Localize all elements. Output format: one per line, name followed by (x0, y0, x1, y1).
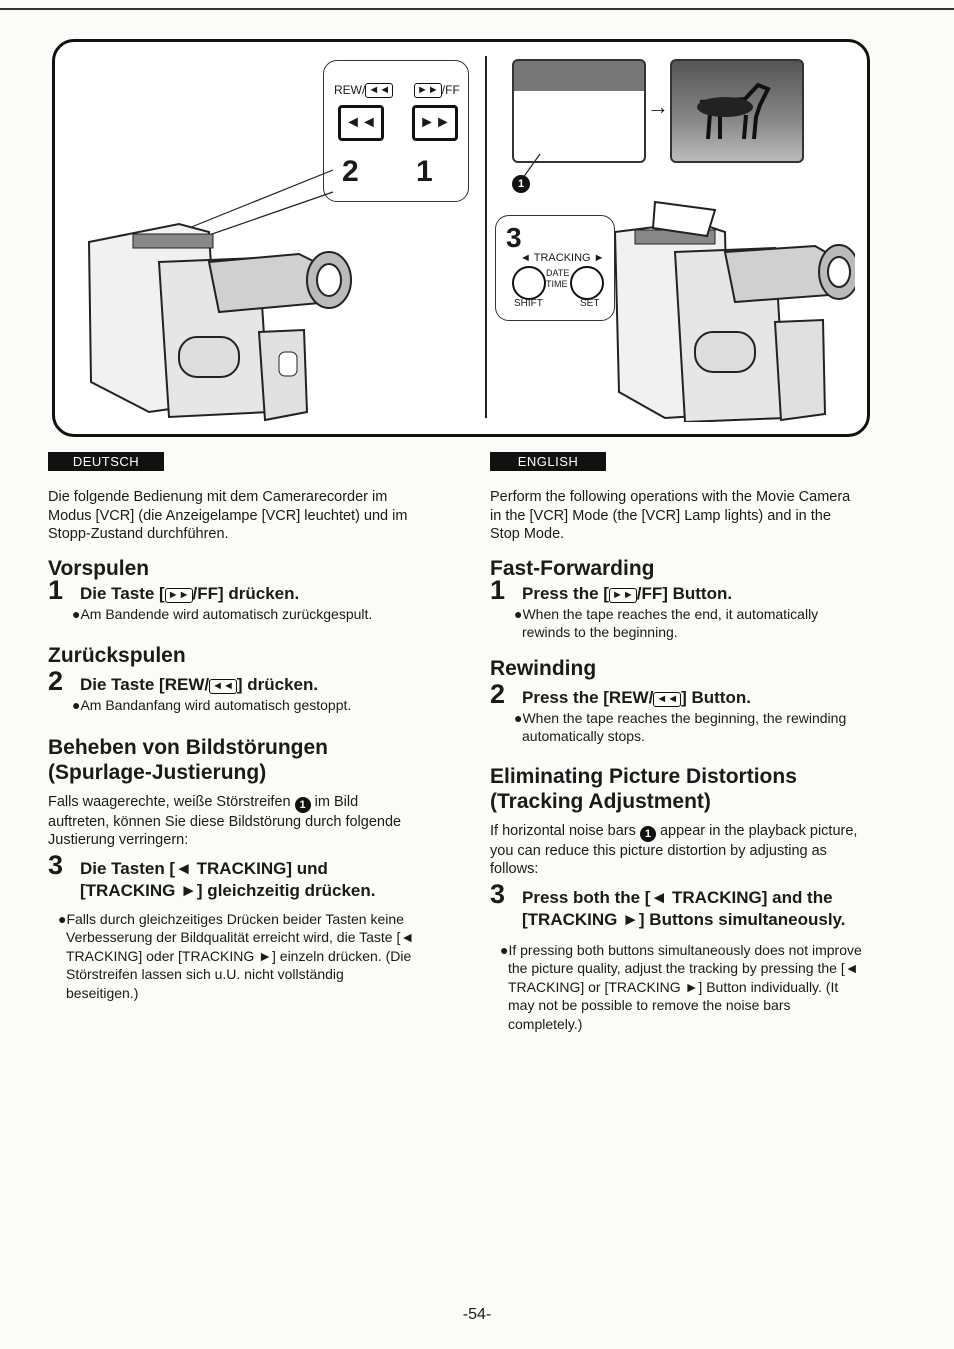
heading-forward: Vorspulen (48, 556, 150, 580)
camcorder-right-illustration (613, 200, 855, 422)
tracking-left-button (512, 266, 546, 300)
step-3-marker: 3 (506, 222, 522, 253)
heading-forward: Fast-Forwarding (490, 556, 655, 580)
step-1-marker: 1 (416, 155, 433, 188)
step-3-note: ●Falls durch gleichzeitiges Drücken beid… (58, 910, 415, 1001)
lang-label-deutsch: DEUTSCH (48, 452, 164, 471)
deutsch-column: DEUTSCH Die folgende Bedienung mit dem C… (48, 452, 418, 1002)
set-label: SET (580, 298, 600, 309)
ff-button-icon: ►► (412, 105, 458, 141)
step-3-note: ●If pressing both buttons simultaneously… (500, 941, 862, 1032)
intro-text: Die folgende Bedienung mit dem Camerarec… (48, 489, 408, 542)
arrow-icon: → (647, 94, 669, 119)
tracking-callout: 3 ◄ TRACKING ► DATE TIME SHIFT SET (495, 215, 615, 321)
lang-label-english: ENGLISH (490, 452, 606, 471)
tracking-intro: If horizontal noise bars 1 appear in the… (490, 822, 858, 878)
noisy-picture-screen (512, 59, 646, 163)
heading-tracking: Eliminating Picture Distortions (Trackin… (490, 764, 797, 813)
button-callout: REW/◄◄ ►►/FF ◄◄ ►► 2 1 (323, 60, 469, 202)
heading-rewind: Zurückspulen (48, 644, 186, 667)
rew-key-icon: ◄◄ (209, 679, 237, 694)
horse-icon (697, 82, 771, 140)
date-label: DATE (546, 268, 570, 278)
intro-text: Perform the following operations with th… (490, 489, 851, 542)
tracking-label: ◄ TRACKING ► (520, 252, 605, 264)
illustration-panel: REW/◄◄ ►►/FF ◄◄ ►► 2 1 → 1 3 ◄ TRACKING … (52, 39, 870, 437)
noise-marker-icon: 1 (639, 825, 656, 842)
rew-label: REW/◄◄ (334, 83, 394, 98)
shift-label: SHIFT (514, 298, 543, 309)
time-label: TIME (546, 279, 568, 289)
step-2-note: ●Am Bandanfang wird automatisch gestoppt… (72, 697, 352, 713)
page-number: -54- (462, 1306, 492, 1323)
step-1-note: ●Am Bandende wird automatisch zurückgesp… (72, 605, 373, 622)
noise-marker-icon: 1 (512, 175, 530, 193)
step-2-marker: 2 (342, 155, 359, 188)
tracking-intro: Falls waagerechte, weiße Störstreifen 1 … (48, 793, 402, 849)
ff-key-icon: ►► (608, 587, 637, 603)
noise-marker-icon: 1 (294, 796, 311, 813)
heading-rewind: Rewinding (490, 656, 597, 680)
top-rule (0, 8, 954, 10)
step-2-note: ●When the tape reaches the beginning, th… (514, 709, 847, 745)
heading-tracking: Beheben von Bildstörungen (Spurlage-Just… (48, 735, 329, 784)
rew-key-icon: ◄◄ (653, 691, 682, 707)
ff-label: ►►/FF (414, 83, 460, 98)
english-column: ENGLISH Perform the following operations… (490, 452, 862, 1033)
camcorder-left-illustration (87, 169, 352, 422)
rew-button-icon: ◄◄ (338, 105, 384, 141)
ff-key-icon: ►► (164, 587, 193, 603)
panel-divider (485, 56, 487, 418)
step-1-note: ●When the tape reaches the end, it autom… (514, 605, 819, 641)
tracking-right-button (570, 266, 604, 300)
